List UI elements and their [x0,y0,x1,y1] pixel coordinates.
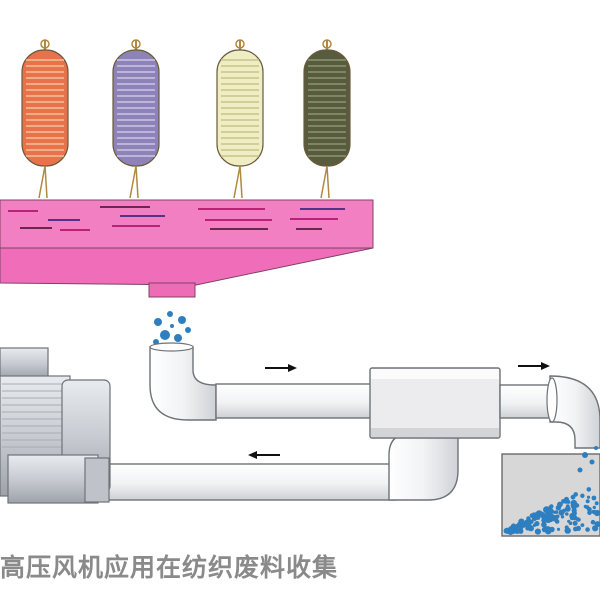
flow-arrow-left-icon [248,451,280,459]
waste-collection-tank-icon [501,446,600,537]
flow-arrow-right-icon [265,364,297,372]
bobbin-group [21,39,351,199]
dust-particles-icon [153,311,191,345]
yarn-bobbin-icon [21,39,69,199]
yarn-bobbin-icon [112,39,160,199]
return-pipe [94,432,459,501]
yarn-bobbin-icon [303,39,351,199]
flow-arrow-right-icon [518,362,550,370]
filter-box-icon [369,367,501,439]
high-pressure-blower-icon [0,347,111,504]
diagram-caption: 高压风机应用在纺织废料收集 [0,553,339,582]
cooling-fins [2,383,68,448]
fiber-waste-lines [8,206,345,231]
collection-hopper-icon [0,199,374,298]
outlet-pipe [499,375,600,449]
yarn-bobbin-icon [216,39,264,199]
waste-particles-icon [503,446,600,535]
inlet-pipe [149,342,373,421]
